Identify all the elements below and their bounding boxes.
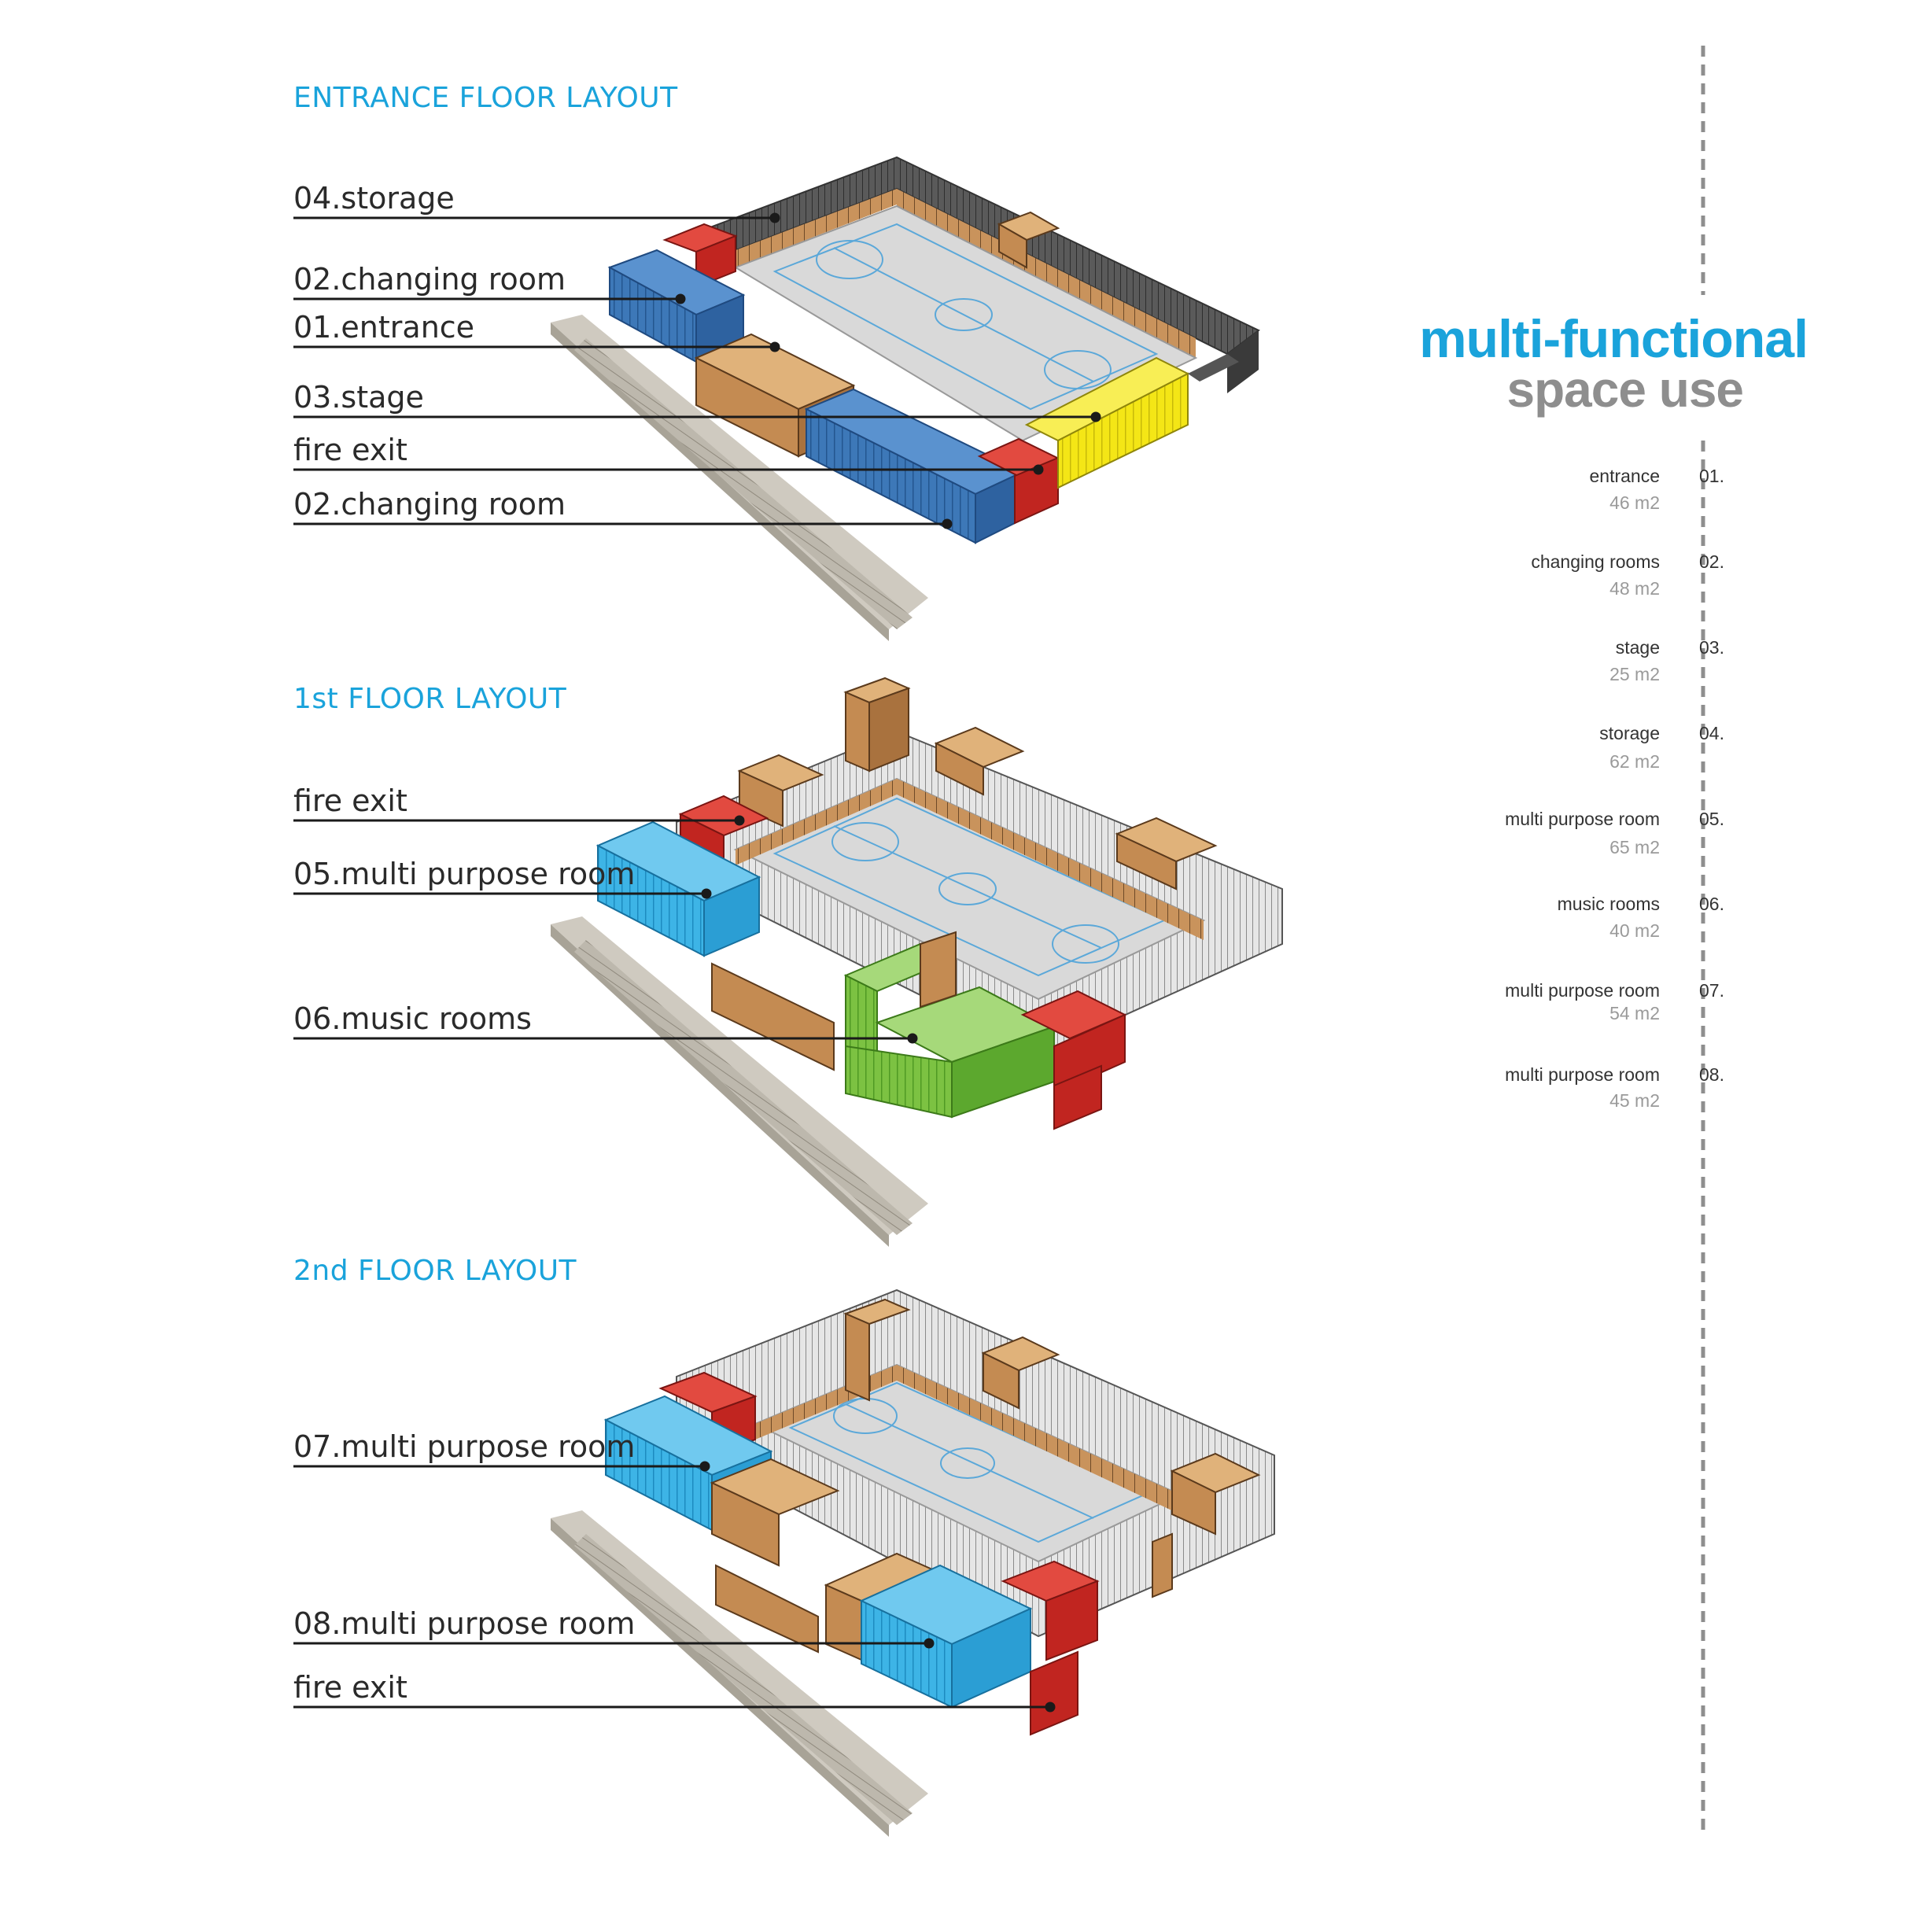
callout-multi-purpose-08: 08.multi purpose room bbox=[293, 1606, 636, 1641]
callout-lines bbox=[293, 212, 1101, 1713]
legend-area-04: 62 m2 bbox=[1609, 751, 1660, 772]
entrance-floor-diagram bbox=[551, 156, 1260, 641]
legend-number-08: 08. bbox=[1699, 1064, 1724, 1085]
legend-area-07: 54 m2 bbox=[1609, 1003, 1660, 1023]
legend-name-05: multi purpose room bbox=[1505, 809, 1660, 829]
legend-number-02: 02. bbox=[1699, 551, 1724, 572]
legend-name-01: entrance bbox=[1589, 466, 1660, 486]
callout-multi-purpose-07: 07.multi purpose room bbox=[293, 1429, 636, 1464]
legend-area-06: 40 m2 bbox=[1609, 920, 1660, 941]
legend-name-08: multi purpose room bbox=[1505, 1064, 1660, 1085]
callout-multi-purpose-05: 05.multi purpose room bbox=[293, 857, 636, 891]
callout-fire-exit-entrance: fire exit bbox=[293, 433, 407, 467]
legend-name-02: changing rooms bbox=[1531, 551, 1660, 572]
legend-name-06: music rooms bbox=[1557, 894, 1660, 914]
callout-fire-exit-first: fire exit bbox=[293, 783, 407, 818]
second-floor-diagram bbox=[551, 1289, 1275, 1837]
legend-area-02: 48 m2 bbox=[1609, 578, 1660, 599]
page-title-line1: multi-functional bbox=[1419, 309, 1808, 369]
legend-number-04: 04. bbox=[1699, 723, 1724, 743]
legend-number-01: 01. bbox=[1699, 466, 1724, 486]
second-floor-title: 2nd FLOOR LAYOUT bbox=[293, 1255, 577, 1287]
callout-storage: 04.storage bbox=[293, 181, 455, 216]
callout-stage: 03.stage bbox=[293, 380, 424, 415]
callout-entrance: 01.entrance bbox=[293, 310, 475, 345]
legend-area-03: 25 m2 bbox=[1609, 664, 1660, 684]
legend-name-04: storage bbox=[1599, 723, 1660, 743]
legend-number-03: 03. bbox=[1699, 637, 1724, 658]
legend-name-07: multi purpose room bbox=[1505, 980, 1660, 1001]
callout-fire-exit-second: fire exit bbox=[293, 1670, 407, 1705]
page-title-line2: space use bbox=[1506, 361, 1744, 418]
legend-number-06: 06. bbox=[1699, 894, 1724, 914]
callout-changing-room-bottom: 02.changing room bbox=[293, 487, 566, 522]
callout-music-rooms: 06.music rooms bbox=[293, 1001, 532, 1036]
legend-name-03: stage bbox=[1615, 637, 1660, 658]
legend-area-05: 65 m2 bbox=[1609, 837, 1660, 857]
entrance-floor-title: ENTRANCE FLOOR LAYOUT bbox=[293, 82, 678, 114]
callout-changing-room-top: 02.changing room bbox=[293, 262, 566, 297]
legend-number-07: 07. bbox=[1699, 980, 1724, 1001]
first-floor-title: 1st FLOOR LAYOUT bbox=[293, 683, 567, 715]
legend-area-01: 46 m2 bbox=[1609, 492, 1660, 513]
legend-number-05: 05. bbox=[1699, 809, 1724, 829]
legend-area-08: 45 m2 bbox=[1609, 1090, 1660, 1111]
first-floor-diagram bbox=[551, 677, 1283, 1247]
